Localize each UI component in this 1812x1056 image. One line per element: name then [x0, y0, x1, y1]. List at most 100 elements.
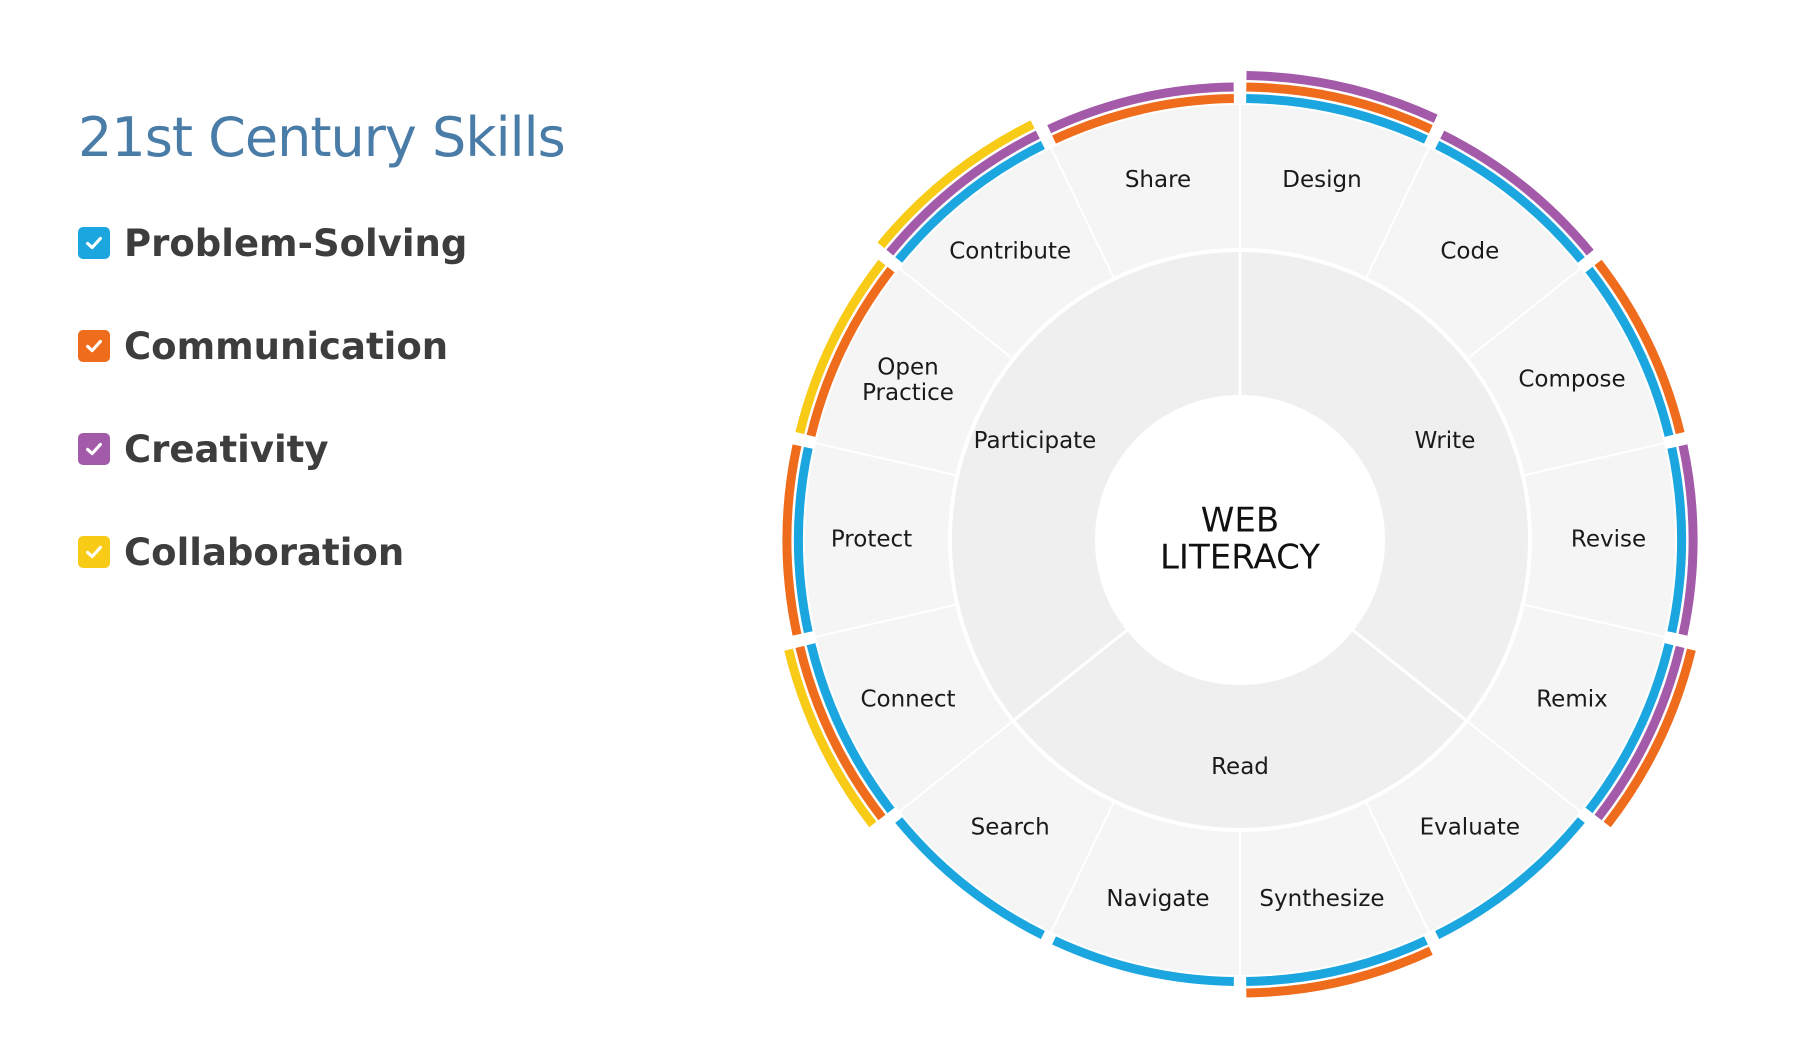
competency-segment-revise	[1522, 443, 1675, 637]
web-literacy-wheel: DesignCodeComposeReviseRemixEvaluateSynt…	[782, 71, 1698, 998]
competency-label-share: Share	[1125, 167, 1191, 193]
skill-arc-communication	[806, 266, 895, 437]
competency-segment-contribute	[899, 148, 1115, 360]
competency-segment-navigate	[1051, 801, 1240, 975]
skill-arc-problem-solving	[1435, 817, 1585, 940]
strand-segment-read	[1013, 630, 1467, 830]
segment-divider	[1466, 267, 1582, 360]
checkmark-icon	[86, 237, 102, 250]
skill-arc-problem-solving	[794, 446, 813, 634]
competency-segment-protect	[805, 443, 958, 637]
strand-segment-participate	[950, 250, 1240, 721]
strand-ring	[950, 250, 1530, 830]
segment-divider	[1364, 800, 1431, 934]
legend-item-problem-solving: Problem-Solving	[78, 215, 638, 271]
skill-arc-problem-solving	[1052, 936, 1234, 986]
strand-label-read: Read	[1211, 754, 1269, 780]
checkmark-icon	[86, 340, 102, 353]
segment-divider	[898, 267, 1014, 360]
competency-label-protect: Protect	[831, 527, 912, 553]
competency-label-contribute: Contribute	[949, 238, 1071, 264]
skill-arc-problem-solving	[1246, 936, 1428, 986]
competency-label-synthesize: Synthesize	[1259, 886, 1384, 912]
skill-arc-creativity	[886, 130, 1040, 256]
segment-divider	[1522, 442, 1666, 477]
strand-label-write: Write	[1415, 428, 1476, 454]
legend-label: Collaboration	[124, 530, 405, 574]
competency-label-compose: Compose	[1518, 367, 1625, 393]
skill-arc-collaboration	[784, 648, 877, 828]
legend-label: Creativity	[124, 427, 329, 471]
segment-divider	[1364, 146, 1431, 280]
segment-divider	[1049, 146, 1116, 280]
skill-arc-creativity	[1440, 130, 1594, 256]
competency-label-remix: Remix	[1536, 686, 1608, 712]
competency-label-search: Search	[971, 815, 1050, 841]
strand-label-participate: Participate	[974, 428, 1097, 454]
segment-divider	[1049, 800, 1116, 934]
segment-labels: DesignCodeComposeReviseRemixEvaluateSynt…	[831, 167, 1646, 912]
legend-label: Communication	[124, 324, 449, 368]
competency-label-connect: Connect	[860, 686, 955, 712]
checkbox-icon	[78, 433, 110, 466]
skill-arc-communication	[1594, 259, 1685, 435]
skill-arc-creativity	[1246, 71, 1438, 123]
segment-divider	[814, 603, 958, 638]
skill-arc-communication	[1246, 82, 1433, 134]
skill-arc-communication	[1603, 648, 1696, 828]
skill-arc-communication	[782, 444, 802, 636]
skill-arc-creativity	[1678, 444, 1698, 636]
core-circle	[1095, 395, 1385, 685]
strand-divider	[1352, 629, 1468, 722]
page-title: 21st Century Skills	[78, 106, 566, 169]
checkbox-icon	[78, 330, 110, 363]
skill-arc-communication	[1052, 94, 1234, 144]
competency-label-navigate: Navigate	[1106, 886, 1209, 912]
skill-arc-problem-solving	[1585, 266, 1674, 437]
competency-label-revise: Revise	[1571, 527, 1646, 553]
skill-arc-collaboration	[795, 259, 886, 435]
competency-segment-synthesize	[1240, 801, 1429, 975]
legend-label: Problem-Solving	[124, 221, 468, 265]
skill-arc-collaboration	[877, 120, 1035, 249]
competency-segment-code	[1365, 148, 1581, 360]
segment-divider	[1466, 720, 1582, 813]
skill-arcs	[782, 71, 1698, 998]
skill-arc-problem-solving	[1246, 94, 1428, 144]
competency-segment-evaluate	[1365, 720, 1581, 932]
strand-divider	[1012, 629, 1128, 722]
legend-item-communication: Communication	[78, 318, 638, 374]
competency-segment-design	[1240, 105, 1429, 279]
competency-segment-share	[1051, 105, 1240, 279]
skill-arc-communication	[1246, 946, 1433, 998]
competency-label-design: Design	[1282, 167, 1361, 193]
skill-arc-communication	[795, 645, 886, 821]
skill-arc-problem-solving	[1585, 643, 1674, 814]
checkbox-icon	[78, 536, 110, 569]
skill-arc-problem-solving	[1667, 446, 1686, 634]
segment-divider	[814, 442, 958, 477]
legend-item-collaboration: Collaboration	[78, 524, 638, 580]
skill-arc-creativity	[1594, 645, 1685, 821]
skill-arc-problem-solving	[806, 643, 895, 814]
checkmark-icon	[86, 443, 102, 456]
competency-label-code: Code	[1440, 238, 1499, 264]
skill-arc-problem-solving	[895, 817, 1045, 940]
checkbox-icon	[78, 227, 110, 260]
competency-segment-search	[899, 720, 1115, 932]
strand-segment-write	[1240, 250, 1530, 721]
skill-arc-creativity	[1047, 82, 1234, 134]
segment-dividers	[814, 104, 1666, 976]
competency-label-evaluate: Evaluate	[1420, 815, 1520, 841]
competency-segments	[805, 105, 1675, 975]
checkmark-icon	[86, 546, 102, 559]
skill-arc-problem-solving	[895, 140, 1045, 263]
legend-item-creativity: Creativity	[78, 421, 638, 477]
segment-divider	[898, 720, 1014, 813]
skill-arc-problem-solving	[1435, 140, 1585, 263]
